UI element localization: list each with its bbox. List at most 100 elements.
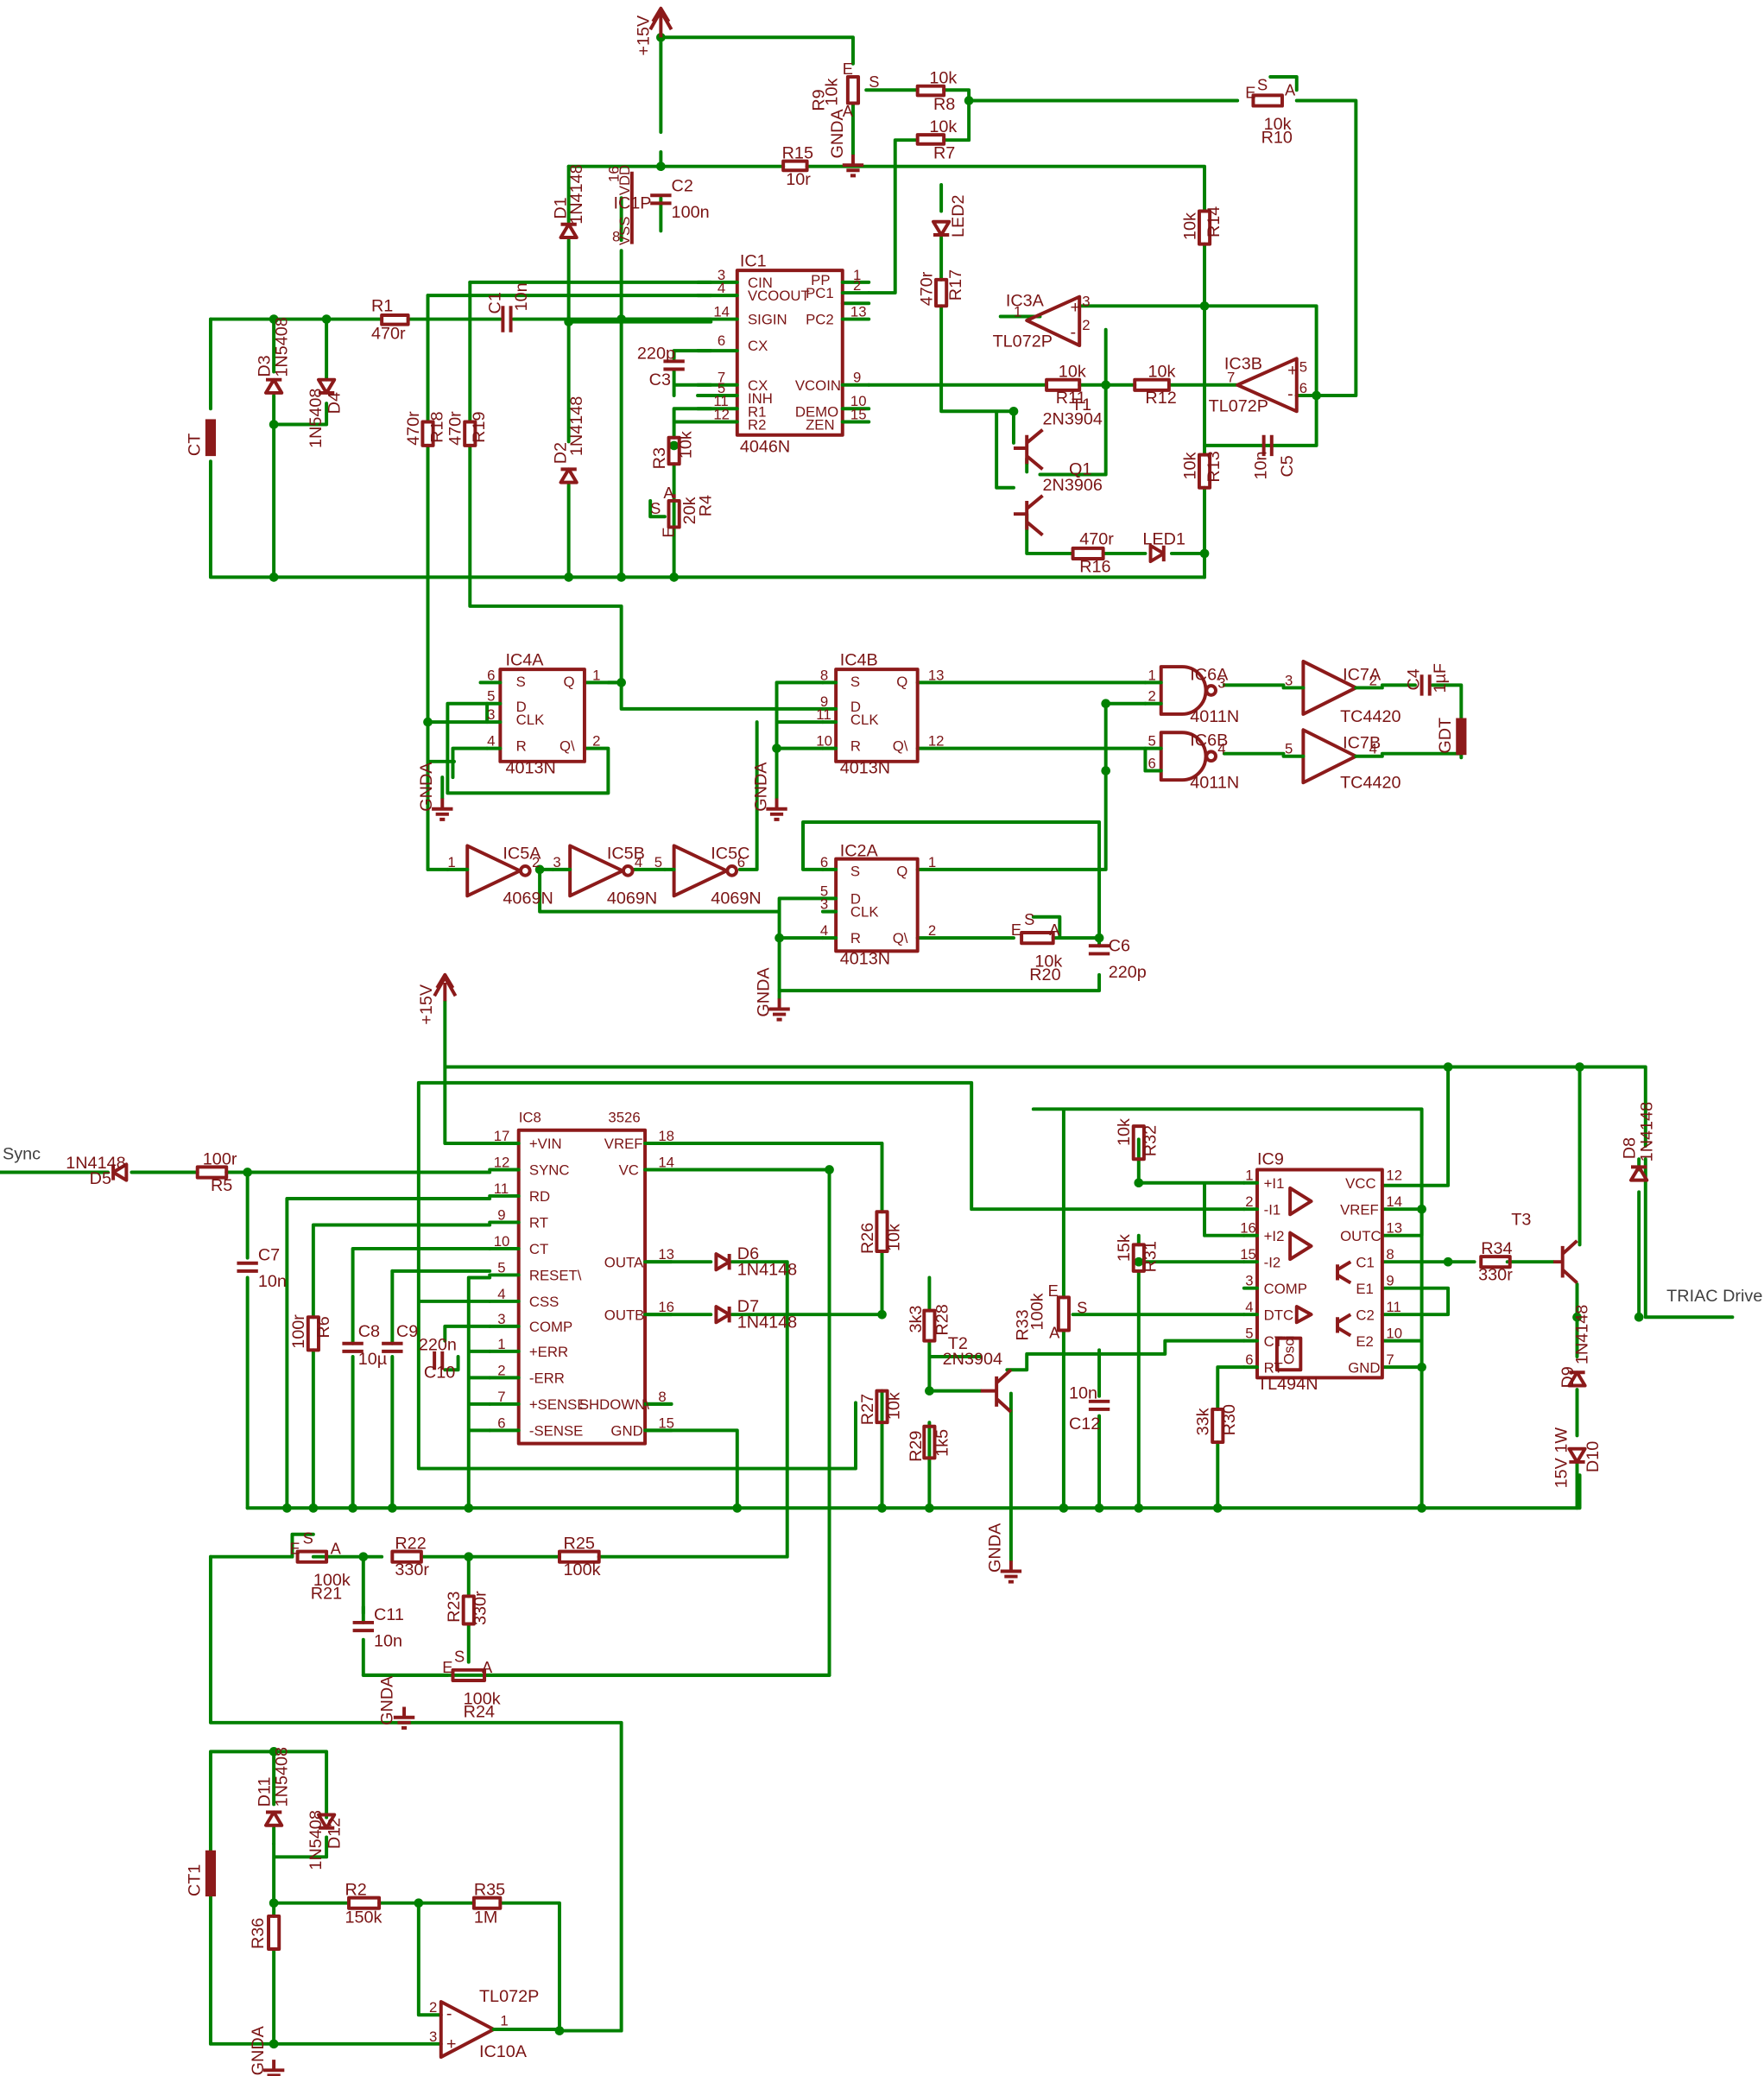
- svg-text:GND: GND: [1348, 1359, 1380, 1376]
- svg-text:9: 9: [497, 1206, 505, 1223]
- svg-text:T3: T3: [1511, 1210, 1531, 1229]
- svg-text:3: 3: [1285, 672, 1293, 688]
- svg-text:1: 1: [500, 2012, 508, 2029]
- svg-text:OUTB: OUTB: [604, 1307, 645, 1323]
- svg-text:4: 4: [718, 280, 725, 296]
- ic10a-opamp: -+ TL072P IC10A 2 3 1: [429, 1987, 561, 2061]
- svg-text:GNDA: GNDA: [751, 762, 770, 812]
- svg-text:DEMO: DEMO: [795, 403, 838, 420]
- d6-diode: D6 1N4148: [714, 1244, 797, 1279]
- svg-text:D9: D9: [1559, 1366, 1577, 1388]
- svg-text:18: 18: [658, 1128, 674, 1144]
- svg-text:RT: RT: [529, 1215, 548, 1231]
- svg-text:R8: R8: [933, 95, 955, 114]
- c6-capacitor: C6 220p: [1088, 936, 1147, 982]
- c11-capacitor: C11 10n: [352, 1605, 404, 1650]
- svg-text:VREF: VREF: [1340, 1201, 1379, 1218]
- svg-text:220p: 220p: [637, 344, 675, 363]
- svg-text:S: S: [1024, 910, 1034, 928]
- r24-potentiometer: E S A 100k R24: [442, 1648, 500, 1722]
- svg-text:E2: E2: [1356, 1333, 1374, 1350]
- svg-text:470r: 470r: [446, 411, 465, 446]
- svg-text:R32: R32: [1141, 1125, 1160, 1156]
- svg-text:R24: R24: [464, 1703, 495, 1722]
- svg-text:13: 13: [928, 667, 945, 683]
- svg-text:RD: RD: [529, 1188, 550, 1205]
- svg-text:4: 4: [487, 733, 495, 750]
- svg-text:C4: C4: [1405, 668, 1424, 690]
- svg-text:-: -: [1071, 323, 1077, 342]
- ic5a-inverter: IC5A 4069N 1 2: [446, 844, 553, 908]
- ic6a-nand: IC6A 4011N 1 2 3: [1143, 665, 1239, 726]
- ic9-tl494: IC9 TL494N Osci: [1242, 1149, 1384, 1394]
- svg-text:CX: CX: [748, 338, 768, 354]
- svg-text:DTC: DTC: [1264, 1307, 1293, 1323]
- svg-text:10k: 10k: [884, 1224, 903, 1251]
- r36-resistor: R36: [249, 1914, 281, 1952]
- svg-text:+15V: +15V: [635, 15, 654, 56]
- svg-text:10k: 10k: [1148, 363, 1175, 382]
- svg-text:GNDA: GNDA: [754, 967, 773, 1017]
- svg-text:D11: D11: [256, 1777, 275, 1807]
- svg-text:4013N: 4013N: [840, 950, 890, 969]
- svg-text:100k: 100k: [313, 1571, 351, 1590]
- svg-text:2: 2: [1148, 688, 1155, 705]
- svg-text:R3: R3: [650, 447, 669, 469]
- svg-text:IC10A: IC10A: [479, 2042, 528, 2061]
- ic3a-opamp: +- IC3A TL072P 3 2 1: [993, 291, 1091, 351]
- svg-text:2N3906: 2N3906: [1043, 476, 1103, 495]
- svg-text:6: 6: [1148, 755, 1155, 771]
- svg-text:A: A: [331, 1540, 342, 1558]
- svg-text:GNDA: GNDA: [417, 762, 436, 812]
- svg-text:S: S: [454, 1648, 465, 1666]
- svg-text:1: 1: [497, 1336, 505, 1352]
- svg-text:1: 1: [928, 854, 936, 870]
- svg-text:S: S: [1077, 1299, 1087, 1317]
- svg-text:GNDA: GNDA: [986, 1522, 1005, 1573]
- svg-text:C2: C2: [1356, 1307, 1374, 1323]
- svg-text:R7: R7: [933, 144, 955, 163]
- svg-text:3: 3: [820, 896, 828, 913]
- svg-text:C10: C10: [424, 1363, 455, 1382]
- d1-diode: D1 1N4148: [552, 164, 586, 240]
- svg-text:15V 1W: 15V 1W: [1552, 1427, 1571, 1489]
- svg-text:11: 11: [1386, 1299, 1400, 1315]
- svg-text:R1: R1: [748, 403, 766, 420]
- svg-text:CSS: CSS: [529, 1294, 559, 1310]
- r10-potentiometer: E S A 10k R10: [1245, 75, 1296, 147]
- svg-text:IC1: IC1: [740, 252, 767, 271]
- svg-text:D8: D8: [1621, 1137, 1640, 1159]
- svg-text:10n: 10n: [1252, 451, 1271, 479]
- svg-text:33k: 33k: [1194, 1408, 1213, 1435]
- svg-text:100k: 100k: [564, 1560, 601, 1579]
- svg-text:D: D: [850, 699, 861, 715]
- svg-text:1N4148: 1N4148: [567, 164, 586, 224]
- svg-text:Q: Q: [564, 674, 575, 690]
- svg-text:D: D: [516, 699, 527, 715]
- svg-text:10n: 10n: [512, 282, 531, 311]
- svg-text:10r: 10r: [786, 170, 811, 189]
- svg-text:220n: 220n: [419, 1335, 457, 1354]
- svg-text:R15: R15: [782, 144, 813, 163]
- svg-text:D4: D4: [325, 392, 344, 414]
- svg-text:C1: C1: [1356, 1254, 1374, 1270]
- svg-text:8: 8: [820, 667, 828, 683]
- svg-text:2: 2: [532, 854, 540, 870]
- r33-potentiometer: E S A R33 100k: [1014, 1282, 1088, 1342]
- svg-text:S: S: [650, 499, 661, 517]
- svg-text:3: 3: [497, 1311, 505, 1327]
- svg-text:R9: R9: [809, 89, 828, 111]
- svg-text:R23: R23: [445, 1592, 464, 1623]
- svg-text:R12: R12: [1145, 389, 1176, 408]
- svg-text:10k: 10k: [1180, 453, 1199, 480]
- svg-text:-: -: [1287, 385, 1293, 404]
- svg-text:COMP: COMP: [529, 1319, 572, 1335]
- svg-text:T1: T1: [1072, 396, 1091, 415]
- svg-text:COMP: COMP: [1264, 1281, 1307, 1297]
- svg-text:R11: R11: [1056, 389, 1086, 408]
- svg-text:R29: R29: [907, 1431, 926, 1462]
- r34-resistor: R34 330r: [1478, 1239, 1513, 1284]
- svg-text:1N5408: 1N5408: [307, 389, 326, 448]
- svg-text:SYNC: SYNC: [529, 1162, 570, 1179]
